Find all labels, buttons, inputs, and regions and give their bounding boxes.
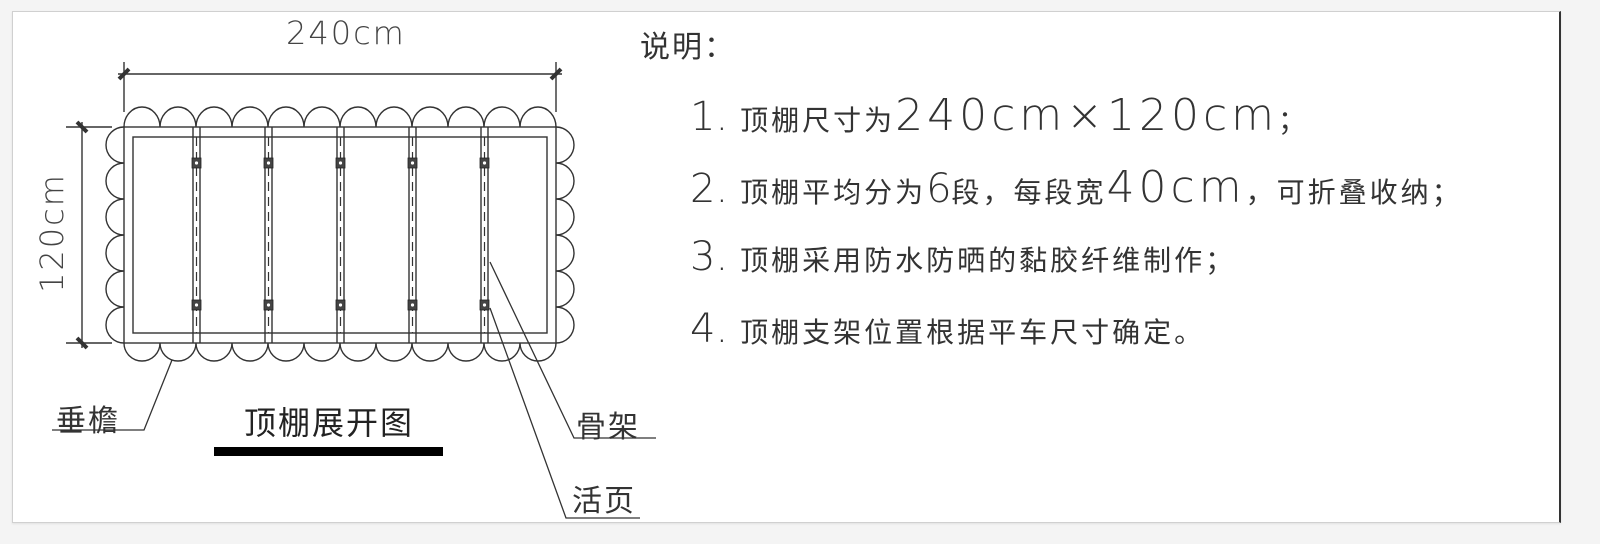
drawing-title: 顶棚展开图 xyxy=(244,404,415,442)
note-text: 顶棚采用防水防晒的黏胶纤维制作； xyxy=(740,244,1237,277)
note-number: 3. xyxy=(690,234,729,280)
frame-leader-line xyxy=(489,261,656,439)
width-dimension-line xyxy=(117,62,563,112)
eave-scallops-left xyxy=(105,126,125,344)
frame-callout-label: 骨架 xyxy=(576,410,640,445)
eave-scallops-top xyxy=(123,106,557,128)
note-number: 4. xyxy=(690,306,729,352)
hinge-leader-line xyxy=(489,307,640,519)
title-underline-bar xyxy=(214,447,443,456)
hinge-callout-label: 活页 xyxy=(572,484,636,519)
note-item-1: 1. 顶棚尺寸为240cm×120cm； xyxy=(690,90,1309,141)
note-text-end: ； xyxy=(1278,104,1310,137)
drawing-sheet xyxy=(12,11,1561,523)
note-size-value: 240cm×120cm xyxy=(895,90,1279,141)
note-number: 2. xyxy=(690,166,729,212)
note-text-mid: 段，每段宽 xyxy=(951,176,1107,209)
eave-scallops-bottom xyxy=(123,342,557,362)
note-text: 顶棚平均分为 xyxy=(740,176,927,209)
note-segment-width: 40cm xyxy=(1106,162,1246,213)
note-text: 顶棚尺寸为 xyxy=(740,104,896,137)
width-dimension-label: 240cm xyxy=(286,14,406,52)
note-text: 顶棚支架位置根据平车尺寸确定。 xyxy=(740,316,1206,349)
eave-callout-label: 垂檐 xyxy=(56,404,120,439)
note-item-3: 3. 顶棚采用防水防晒的黏胶纤维制作； xyxy=(690,234,1236,280)
note-number: 1. xyxy=(690,94,729,140)
note-text-end: ，可折叠收纳； xyxy=(1245,176,1463,209)
note-item-4: 4. 顶棚支架位置根据平车尺寸确定。 xyxy=(690,306,1205,352)
eave-leader-line xyxy=(52,359,173,431)
note-item-2: 2. 顶棚平均分为6段，每段宽40cm，可折叠收纳； xyxy=(690,162,1463,213)
note-segment-count: 6 xyxy=(926,166,952,212)
notes-title: 说明： xyxy=(640,30,736,65)
eave-scallops-right xyxy=(555,126,575,344)
height-dimension-line xyxy=(66,120,112,350)
height-dimension-label: 120cm xyxy=(32,173,71,293)
